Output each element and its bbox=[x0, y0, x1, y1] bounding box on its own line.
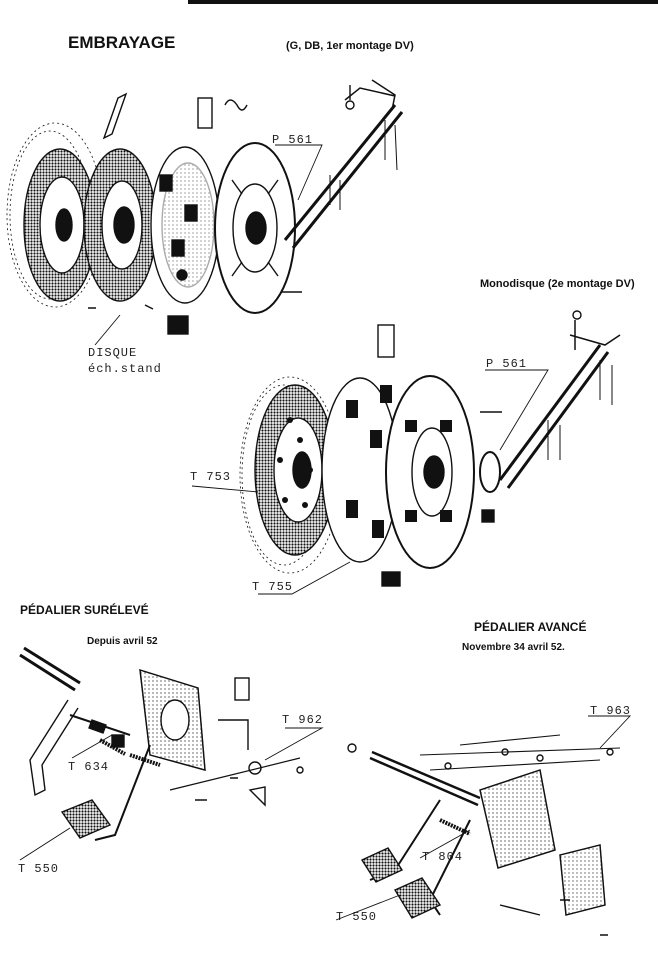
label-t550-right: T 550 bbox=[336, 910, 378, 924]
page-subtitle: (G, DB, 1er montage DV) bbox=[286, 40, 414, 52]
page-title: EMBRAYAGE bbox=[68, 33, 176, 52]
top-edge-bar bbox=[188, 0, 658, 4]
section-pedalier-avance: PÉDALIER AVANCÉ bbox=[474, 620, 587, 634]
label-ech-stand: éch.stand bbox=[88, 362, 162, 376]
label-t634: T 634 bbox=[68, 760, 110, 774]
label-t753: T 753 bbox=[190, 470, 232, 484]
label-p561-mid: P 561 bbox=[486, 357, 528, 371]
label-t550-left: T 550 bbox=[18, 862, 60, 876]
label-t963: T 963 bbox=[590, 704, 632, 718]
section-pedalier-sureleve: PÉDALIER SURÉLEVÉ bbox=[20, 603, 149, 617]
pedalier-sureleve-drawing bbox=[19, 646, 324, 861]
label-t755: T 755 bbox=[252, 580, 294, 594]
sureleve-date: Depuis avril 52 bbox=[87, 636, 158, 647]
label-disque: DISQUE bbox=[88, 346, 138, 360]
monodisque-assembly bbox=[191, 310, 621, 595]
label-t962: T 962 bbox=[282, 713, 324, 727]
pedalier-avance-drawing bbox=[335, 715, 632, 936]
section-monodisque: Monodisque (2e montage DV) bbox=[480, 278, 635, 290]
avance-date: Novembre 34 avril 52. bbox=[462, 642, 565, 653]
top-clutch-assembly bbox=[6, 79, 404, 346]
label-p561-top: P 561 bbox=[272, 133, 314, 147]
label-t804: T 804 bbox=[422, 850, 464, 864]
